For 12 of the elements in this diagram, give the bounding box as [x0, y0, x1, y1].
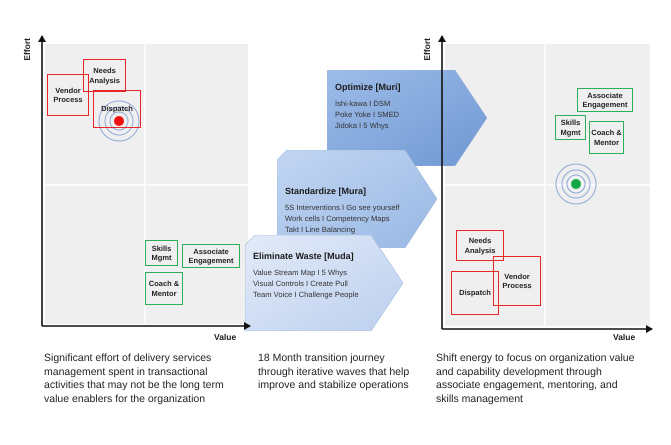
chevron-heading: Optimize [Muri] — [335, 82, 400, 94]
caption-text: 18 Month transition journey through iterative waves that help improve and stabilize operations — [258, 352, 410, 393]
caption-text: Significant effort of delivery services management spent in transactional activities that may not be the long term value enablers for the organization — [44, 352, 225, 407]
chevron-heading: Standardize [Mura] — [285, 186, 366, 198]
axis-label: Value — [613, 332, 636, 342]
axis-label: Value — [214, 332, 236, 342]
chevron-banner — [277, 150, 437, 248]
chevron-heading: Eliminate Waste [Muda] — [253, 251, 354, 263]
axis-label: Effort — [22, 38, 32, 61]
axis-label: Effort — [422, 38, 432, 61]
chevron-banner — [245, 235, 403, 331]
caption-text: Shift energy to focus on organization value and capability development through associate engagement, mentoring, and skills management — [436, 352, 636, 407]
